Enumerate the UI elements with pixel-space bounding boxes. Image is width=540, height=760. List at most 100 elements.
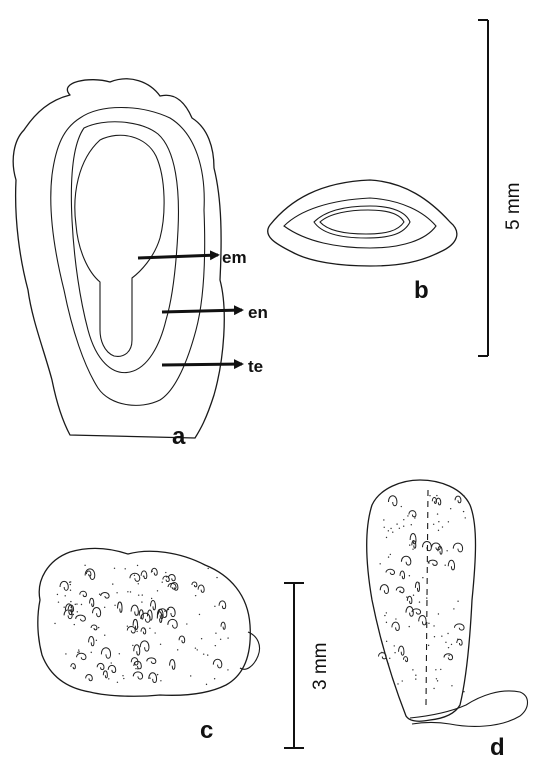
embryo-label: em xyxy=(222,248,247,267)
seed-d-pits xyxy=(378,495,466,693)
surface-stipple xyxy=(407,515,408,516)
surface-pit xyxy=(108,665,116,672)
surface-stipple xyxy=(138,583,139,584)
surface-stipple xyxy=(116,592,117,593)
surface-pit xyxy=(167,607,176,616)
surface-stipple xyxy=(112,583,113,584)
panel-b-label: b xyxy=(414,277,429,304)
surface-stipple xyxy=(134,575,135,576)
surface-stipple xyxy=(160,680,161,681)
surface-pit xyxy=(419,615,426,624)
surface-stipple xyxy=(438,530,439,531)
surface-stipple xyxy=(451,685,452,686)
surface-pit xyxy=(134,645,140,655)
panel-c-label: c xyxy=(200,717,213,744)
surface-pit xyxy=(444,654,453,660)
surface-stipple xyxy=(214,678,215,679)
surface-stipple xyxy=(436,678,437,679)
surface-stipple xyxy=(406,596,407,597)
surface-stipple xyxy=(144,628,145,629)
surface-stipple xyxy=(463,495,464,496)
surface-stipple xyxy=(201,638,202,639)
scale-bar-upper: 5 mm xyxy=(478,20,524,356)
surface-stipple xyxy=(99,594,100,595)
surface-stipple xyxy=(165,572,166,573)
surface-pit xyxy=(455,496,461,503)
surface-stipple xyxy=(166,576,167,577)
surface-stipple xyxy=(433,524,434,525)
surface-stipple xyxy=(453,608,454,609)
surface-pit xyxy=(407,596,412,603)
surface-stipple xyxy=(96,640,97,641)
surface-pit xyxy=(76,615,86,621)
surface-pit xyxy=(399,646,404,655)
surface-pit xyxy=(80,591,87,596)
seed-a-outer-coat xyxy=(13,79,224,438)
surface-stipple xyxy=(65,595,66,596)
endosperm-label: en xyxy=(248,303,268,322)
surface-stipple xyxy=(138,594,139,595)
surface-stipple xyxy=(448,655,449,656)
surface-stipple xyxy=(77,652,78,653)
surface-stipple xyxy=(403,519,404,520)
surface-stipple xyxy=(125,568,126,569)
surface-stipple xyxy=(207,568,208,569)
surface-stipple xyxy=(388,663,389,664)
surface-stipple xyxy=(465,517,466,518)
surface-stipple xyxy=(447,633,448,634)
surface-pit xyxy=(422,541,431,550)
surface-stipple xyxy=(437,680,438,681)
surface-pit xyxy=(131,605,138,615)
surface-stipple xyxy=(428,562,429,563)
surface-stipple xyxy=(433,625,434,626)
surface-stipple xyxy=(91,652,92,653)
surface-stipple xyxy=(78,649,79,650)
surface-pit xyxy=(71,664,75,669)
surface-stipple xyxy=(160,644,161,645)
surface-stipple xyxy=(412,669,413,670)
surface-pit xyxy=(91,625,97,630)
surface-stipple xyxy=(58,601,59,602)
surface-stipple xyxy=(386,641,387,642)
surface-stipple xyxy=(445,642,446,643)
surface-stipple xyxy=(215,645,216,646)
surface-stipple xyxy=(73,614,74,615)
scale-bar-lower-label: 3 mm xyxy=(310,643,331,691)
surface-stipple xyxy=(75,604,76,605)
surface-stipple xyxy=(197,649,198,650)
surface-stipple xyxy=(114,568,115,569)
surface-stipple xyxy=(402,592,403,593)
surface-stipple xyxy=(157,674,158,675)
surface-stipple xyxy=(440,669,441,670)
surface-stipple xyxy=(411,524,412,525)
surface-stipple xyxy=(446,550,447,551)
surface-stipple xyxy=(463,511,464,512)
surface-stipple xyxy=(438,521,439,522)
surface-pit xyxy=(101,648,110,659)
seed-exterior-d: d xyxy=(367,480,528,760)
surface-pit xyxy=(89,637,94,646)
surface-stipple xyxy=(190,675,191,676)
seed-b-inner-2 xyxy=(320,210,404,234)
surface-stipple xyxy=(412,548,413,549)
surface-stipple xyxy=(395,618,396,619)
testa-label: te xyxy=(248,357,263,376)
surface-stipple xyxy=(394,645,395,646)
surface-stipple xyxy=(149,677,150,678)
surface-stipple xyxy=(70,590,71,591)
surface-stipple xyxy=(108,678,109,679)
surface-stipple xyxy=(384,527,385,528)
surface-stipple xyxy=(444,564,445,565)
surface-stipple xyxy=(135,668,136,669)
surface-stipple xyxy=(70,607,71,608)
surface-stipple xyxy=(143,575,144,576)
surface-stipple xyxy=(70,584,71,585)
surface-stipple xyxy=(119,653,120,654)
surface-stipple xyxy=(394,652,395,653)
surface-pit xyxy=(213,659,221,668)
surface-stipple xyxy=(389,658,390,659)
surface-stipple xyxy=(206,684,207,685)
surface-pit xyxy=(453,543,462,552)
surface-stipple xyxy=(57,594,58,595)
